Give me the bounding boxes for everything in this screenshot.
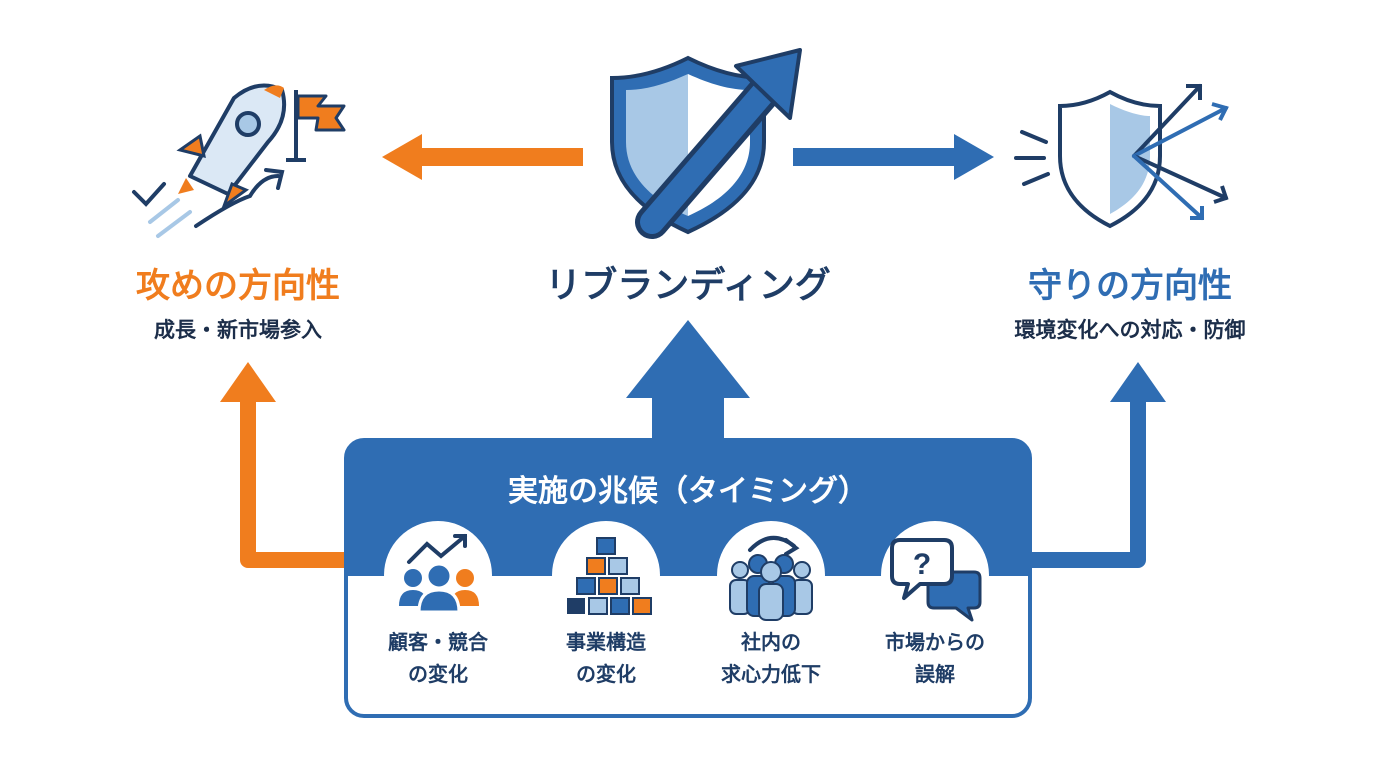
blue-up-arrowhead-right xyxy=(1110,362,1166,402)
shield-deflect-icon xyxy=(1014,84,1229,229)
signal-label-line1: 事業構造 xyxy=(566,630,646,654)
blue-connector-line xyxy=(1024,400,1146,568)
offense-title: 攻めの方向性 xyxy=(136,266,340,306)
signal-label-line2: 誤解 xyxy=(915,662,955,686)
signal-label-line1: 市場からの xyxy=(885,630,985,654)
speech-question-icon: ? xyxy=(881,521,989,629)
timing-panel-title: 実施の兆候（タイミング） xyxy=(508,474,868,509)
blocks-structure-icon xyxy=(552,521,660,629)
center-arrow-head xyxy=(626,320,750,398)
orange-connector-line xyxy=(240,400,352,568)
signal-label-line2: の変化 xyxy=(408,662,468,686)
rebranding-title: リブランディング xyxy=(545,265,831,306)
svg-text:?: ? xyxy=(913,548,931,581)
signal-customer-competition: 顧客・競合 の変化 xyxy=(363,626,513,690)
defense-subtitle: 環境変化への対応・防御 xyxy=(1014,318,1246,342)
shield-arrow-icon xyxy=(610,48,802,239)
signal-label-line2: 求心力低下 xyxy=(721,662,821,686)
center-arrow-shaft xyxy=(652,396,724,444)
team-cycle-icon xyxy=(717,521,825,629)
orange-up-arrowhead xyxy=(220,362,276,402)
left-arrowhead xyxy=(382,134,422,180)
rocket-flag-icon xyxy=(132,83,346,238)
right-arrow-shaft xyxy=(793,148,956,166)
defense-title: 守りの方向性 xyxy=(1028,266,1232,306)
timing-panel-header xyxy=(346,440,1030,576)
signal-business-structure: 事業構造 の変化 xyxy=(531,626,681,690)
signal-label-line1: 顧客・競合 xyxy=(388,630,488,654)
offense-subtitle: 成長・新市場参入 xyxy=(154,318,322,342)
signal-label-line1: 社内の xyxy=(741,630,801,654)
signal-market-misunderstanding: 市場からの 誤解 xyxy=(860,626,1010,690)
left-arrow-shaft xyxy=(420,148,583,166)
right-arrowhead xyxy=(954,134,994,180)
customers-trend-icon xyxy=(384,521,492,629)
signal-label-line2: の変化 xyxy=(576,662,636,686)
signal-internal-cohesion: 社内の 求心力低下 xyxy=(696,626,846,690)
